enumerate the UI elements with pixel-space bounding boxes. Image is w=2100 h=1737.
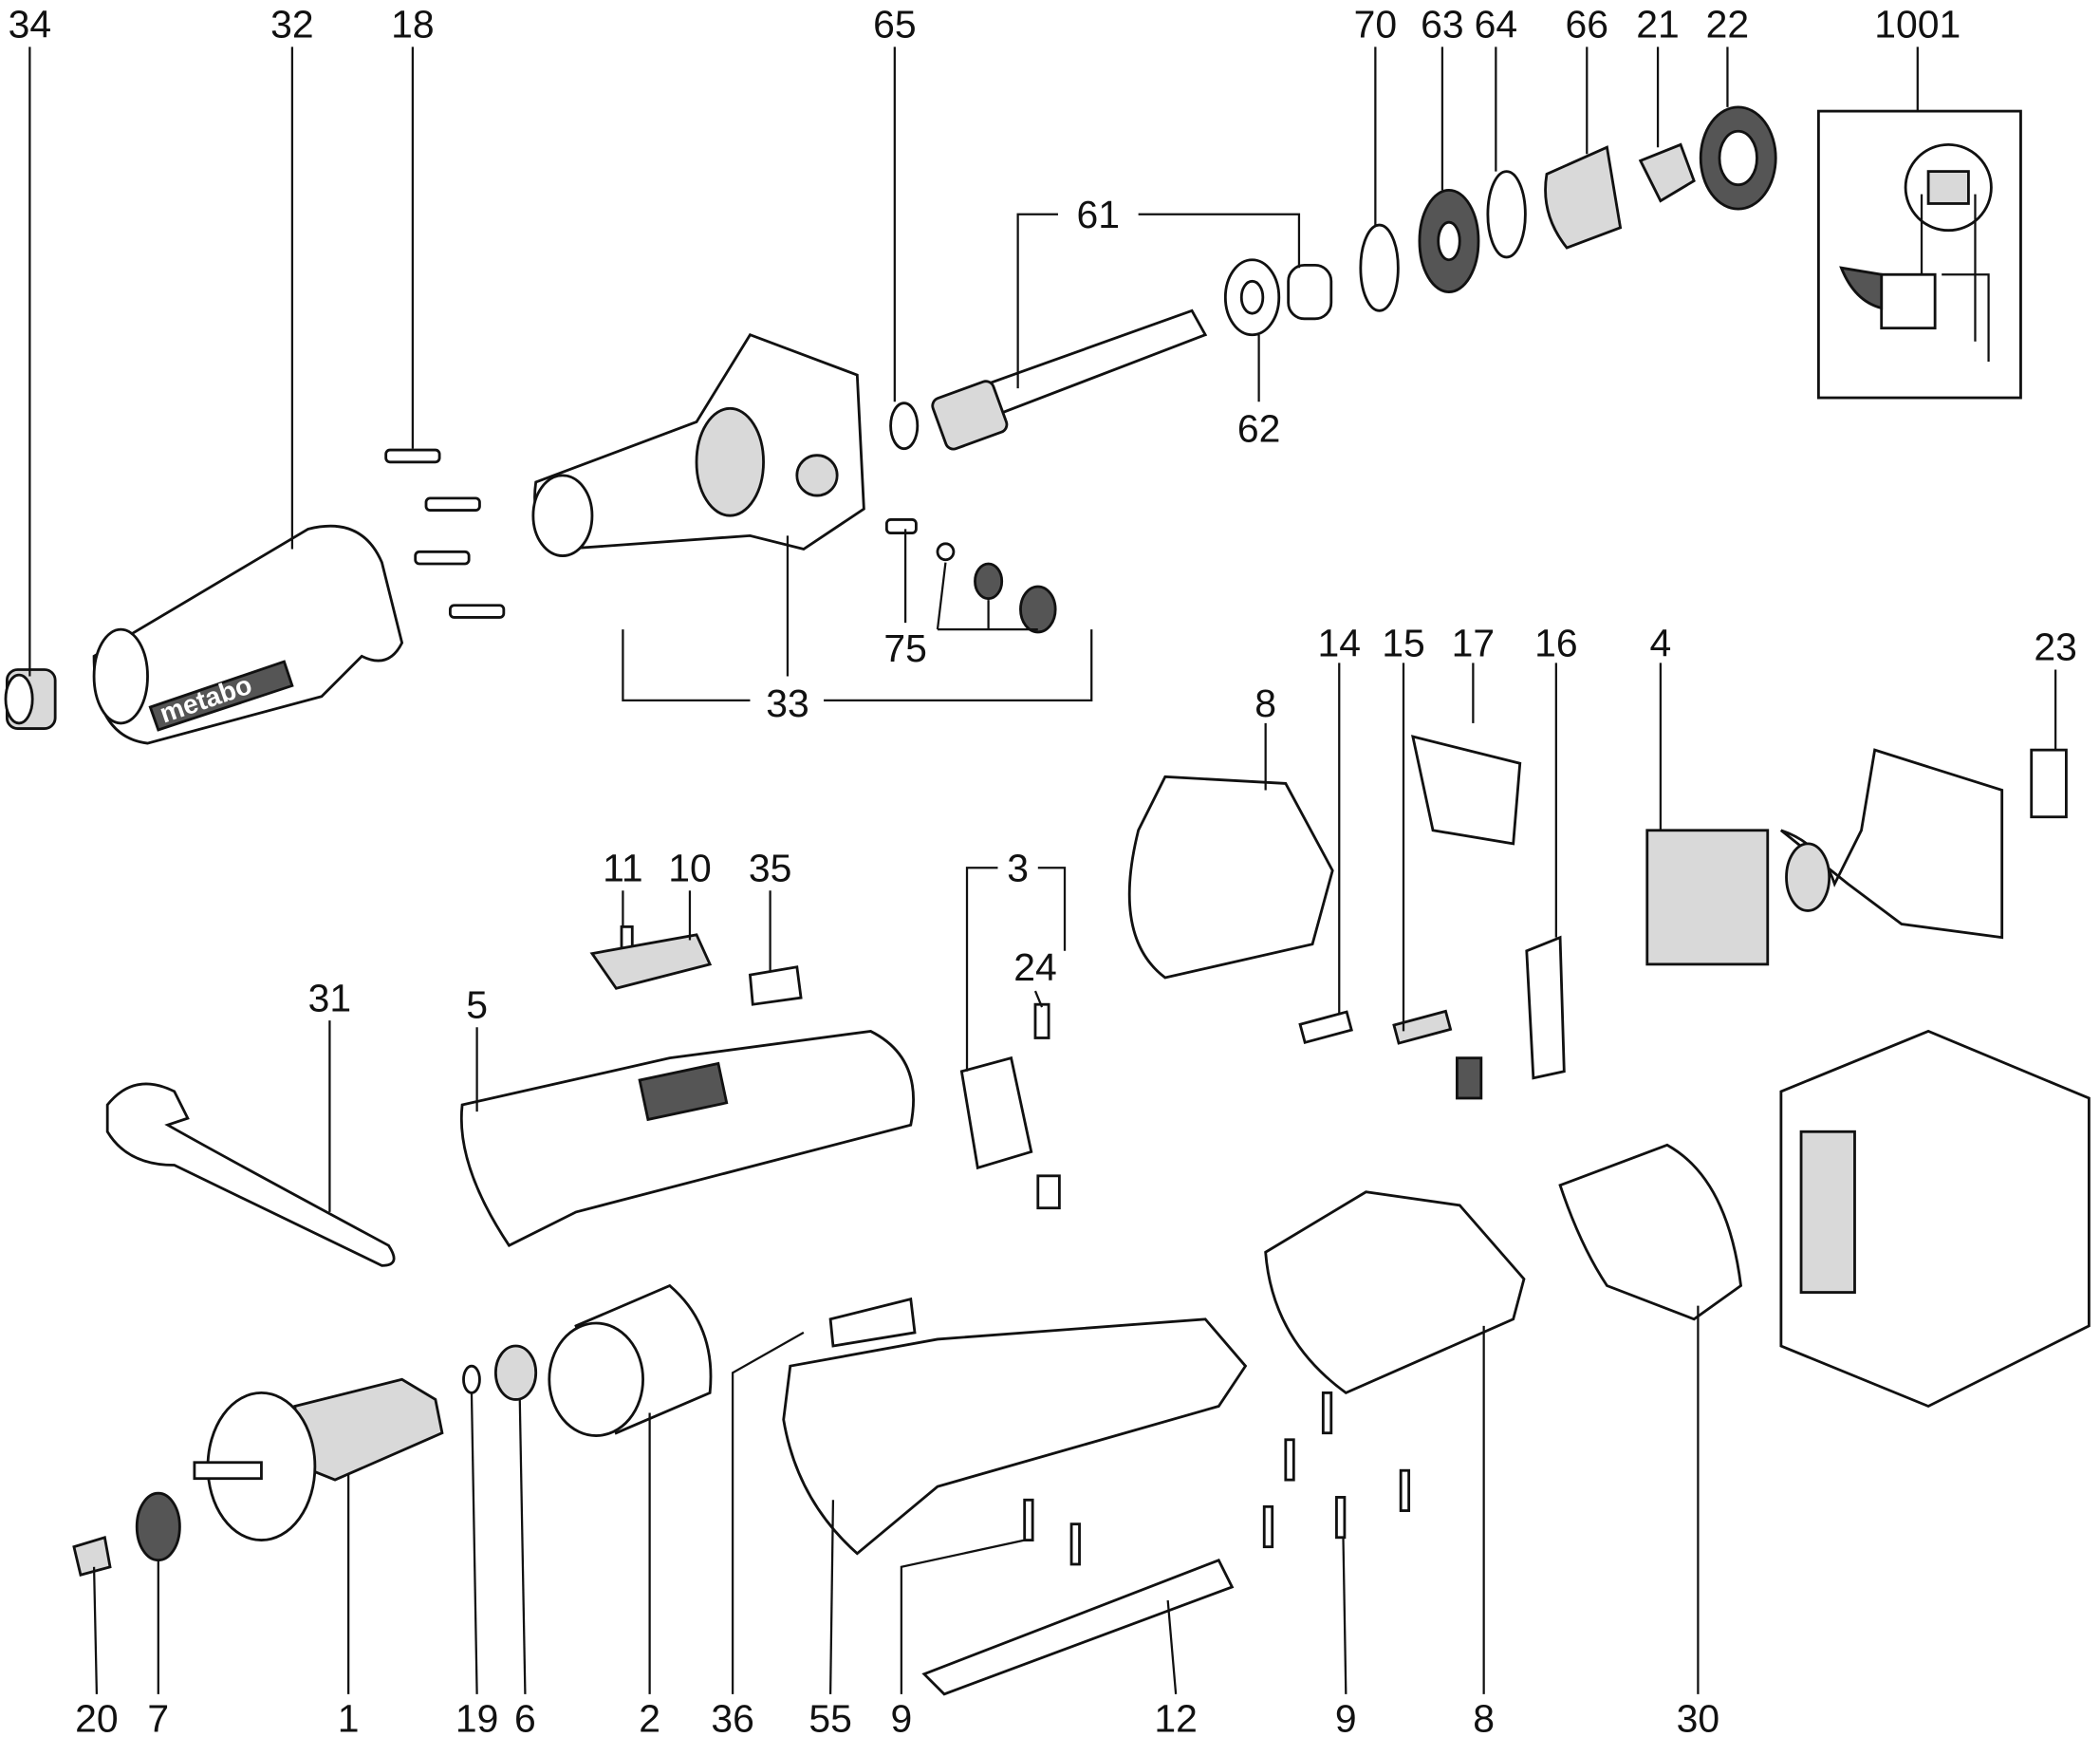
leader-line-9 (1342, 1537, 1347, 1694)
part-collet-nut (4, 668, 57, 730)
callout-20: 20 (75, 1696, 119, 1737)
wiring-diagram-box (1816, 109, 2022, 400)
part-nose-cover: metabo (92, 524, 404, 745)
part-housing-upper (459, 1029, 915, 1248)
callout-9: 9 (891, 1696, 913, 1737)
callout-17: 17 (1452, 621, 1496, 664)
callout-23: 23 (2034, 626, 2077, 669)
callout-70: 70 (1354, 3, 1398, 47)
part-switch-lever (1525, 935, 1566, 1080)
callout-65: 65 (873, 3, 917, 47)
callout-15: 15 (1382, 621, 1425, 664)
part-magnet-sleeve (548, 1283, 713, 1437)
part-circlip (1486, 170, 1527, 259)
callout-55: 55 (808, 1696, 852, 1737)
part-label-23 (2030, 748, 2068, 819)
part-switch-plate (959, 1055, 1033, 1170)
callout-64: 64 (1475, 3, 1518, 47)
callout-12: 12 (1154, 1696, 1198, 1737)
part-housing-lower (782, 1317, 1248, 1556)
part-nut-20 (72, 1535, 112, 1578)
callout-9: 9 (1335, 1696, 1357, 1737)
callout-6: 6 (514, 1696, 536, 1737)
callout-2: 2 (639, 1696, 660, 1737)
callout-31: 31 (308, 976, 352, 1019)
part-bearing-6 (493, 1344, 538, 1401)
callout-16: 16 (1534, 621, 1578, 664)
leader-line-12 (1166, 1599, 1178, 1694)
callout-35: 35 (749, 846, 792, 889)
part-label-36 (828, 1297, 917, 1348)
part-tapping-screws (1023, 1391, 1411, 1566)
callout-1: 1 (338, 1696, 360, 1737)
part-clamp-nut (1544, 145, 1623, 250)
callout-63: 63 (1421, 3, 1464, 47)
part-spring (1392, 1009, 1453, 1045)
callout-34: 34 (9, 3, 52, 47)
part-wrench (105, 1082, 396, 1267)
leader-line-55 (828, 1500, 835, 1694)
part-ring (1359, 223, 1400, 312)
part-lock-knob (1638, 142, 1696, 203)
callout-7: 7 (147, 1696, 169, 1737)
part-small-set (884, 518, 1057, 634)
leader-line-6 (518, 1399, 527, 1694)
callout-3: 3 (1007, 846, 1029, 889)
callout-36: 36 (711, 1696, 754, 1737)
callout-1001: 1001 (1874, 3, 1961, 47)
leader-line-61 (1016, 213, 1301, 389)
part-rear-housing (1264, 1190, 1526, 1395)
part-plunger (1298, 1010, 1353, 1045)
leader-line-24 (1033, 990, 1044, 1008)
callout-66: 66 (1566, 3, 1609, 47)
callout-33: 33 (766, 682, 809, 725)
callout-21: 21 (1636, 3, 1680, 47)
callout-14: 14 (1318, 621, 1362, 664)
part-battery-pack (1779, 1029, 2091, 1409)
callout-32: 32 (270, 3, 314, 47)
part-slider (1411, 735, 1522, 846)
callout-18: 18 (391, 3, 435, 47)
callout-61: 61 (1077, 193, 1121, 236)
part-top-cover (1127, 775, 1334, 980)
part-bearing-7 (135, 1491, 181, 1562)
callout-8: 8 (1254, 682, 1276, 725)
callout-11: 11 (603, 846, 642, 889)
part-small-washer (462, 1364, 481, 1394)
callout-10: 10 (668, 846, 712, 889)
part-spindle (931, 308, 1208, 451)
callout-62: 62 (1237, 407, 1281, 451)
part-electronics-assembly (1645, 748, 2004, 966)
callout-22: 22 (1706, 3, 1750, 47)
callout-4: 4 (1650, 621, 1672, 664)
part-armature (193, 1377, 444, 1542)
callout-75: 75 (883, 626, 927, 670)
leader-line-20 (92, 1566, 99, 1694)
callout-19: 19 (455, 1696, 499, 1737)
part-gear-head (531, 333, 865, 557)
part-switch-pin (1033, 1002, 1050, 1039)
callout-8: 8 (1473, 1696, 1495, 1737)
part-plate (589, 933, 713, 990)
callout-24: 24 (1013, 945, 1057, 989)
part-label-35 (748, 965, 803, 1006)
leader-line-33 (622, 535, 1093, 702)
part-sleeve (1287, 263, 1333, 321)
leader-line-9 (900, 1539, 1025, 1694)
leader-line-75 (903, 529, 1038, 631)
leader-line-3 (965, 867, 1067, 1072)
leader-line-36 (731, 1331, 805, 1694)
part-washer (889, 402, 920, 451)
leader-line-19 (470, 1392, 478, 1694)
callout-5: 5 (466, 982, 488, 1026)
leader-lines (28, 47, 2057, 1694)
part-base-plate (921, 1558, 1235, 1696)
parts-drawings: metabo (4, 105, 2091, 1696)
part-battery-cover (1558, 1143, 1743, 1321)
part-screws (384, 448, 506, 619)
callout-30: 30 (1677, 1696, 1720, 1737)
